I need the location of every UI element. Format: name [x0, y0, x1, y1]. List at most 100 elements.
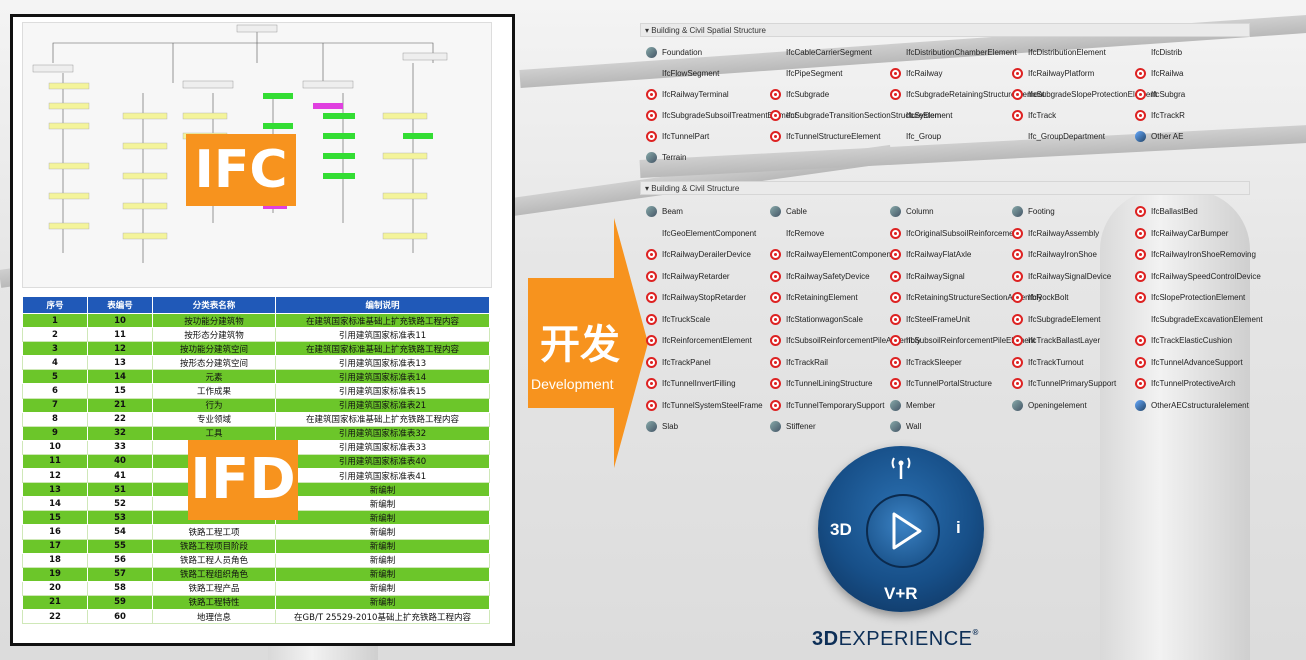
structure-item[interactable]: IfcRailwa [1135, 67, 1183, 81]
structure-item[interactable]: IfcGeoElementComponent [646, 227, 756, 241]
3dexperience-compass-icon[interactable]: 3D i V+R [818, 446, 984, 612]
structure-item[interactable]: IfcTrackSleeper [890, 356, 962, 370]
section-header-civil[interactable]: ▾ Building & Civil Structure [640, 181, 1250, 195]
structure-item[interactable]: Ifc_Group [890, 130, 941, 144]
structure-item[interactable]: Foundation [646, 46, 702, 60]
structure-item-label: IfcRemove [786, 228, 825, 238]
table-cell: 58 [87, 580, 153, 596]
structure-item[interactable]: IfcTunnelSystemSteelFrame [646, 399, 763, 413]
structure-item[interactable]: IfcRailwayElementComponent [770, 248, 893, 262]
structure-item[interactable]: IfcRailwaySignal [890, 270, 965, 284]
structure-item[interactable]: IfcSubgra [1135, 88, 1185, 102]
structure-item[interactable]: Beam [646, 205, 683, 219]
structure-item[interactable]: IfcCableCarrierSegment [770, 46, 872, 60]
structure-item[interactable]: IfcRetainingElement [770, 291, 858, 305]
structure-item[interactable]: IfcRailwaySpeedControlDevice [1135, 270, 1261, 284]
structure-item[interactable]: IfcTunnelLiningStructure [770, 377, 872, 391]
structure-item[interactable]: IfcStationwagonScale [770, 313, 863, 327]
structure-item[interactable]: IfcTunnelAdvanceSupport [1135, 356, 1243, 370]
structure-item[interactable]: IfcTrackBallastLayer [1012, 334, 1100, 348]
structure-item[interactable]: Column [890, 205, 934, 219]
structure-item[interactable]: IfcSlopeProtectionElement [1135, 291, 1245, 305]
structure-item[interactable]: IfcRemove [770, 227, 824, 241]
table-cell: 15 [22, 510, 88, 526]
structure-item[interactable]: Footing [1012, 205, 1055, 219]
structure-item[interactable]: IfcRailwayFlatAxle [890, 248, 971, 262]
structure-item[interactable]: IfcRailway [890, 67, 942, 81]
ifc-entity-icon [1135, 270, 1146, 282]
structure-item[interactable]: IfcTruckScale [646, 313, 710, 327]
collapse-arrow-icon[interactable]: ▾ [645, 184, 652, 193]
structure-item-label: IfcRockBolt [1028, 293, 1069, 302]
structure-item[interactable]: Cable [770, 205, 807, 219]
structure-item[interactable]: IfcSubsoilReinforcementPileAssembly [770, 334, 921, 348]
structure-item[interactable]: IfcSubgradeElement [1012, 313, 1101, 327]
structure-item[interactable]: Stiffener [770, 420, 816, 434]
section-header-spatial[interactable]: ▾ Building & Civil Spatial Structure [640, 23, 1250, 37]
structure-item[interactable]: IfcRailwayIronShoe [1012, 248, 1097, 262]
structure-item-label: Terrain [662, 153, 687, 162]
structure-item[interactable]: IfcRailwayAssembly [1012, 227, 1099, 241]
structure-item[interactable]: IfcBallastBed [1135, 205, 1198, 219]
structure-item[interactable]: IfcSubsoilReinforcementPileElement [890, 334, 1035, 348]
structure-item[interactable]: IfcTrackRail [770, 356, 828, 370]
table-cell: 55 [87, 538, 153, 554]
structure-item[interactable]: Other AE [1135, 130, 1183, 144]
structure-item[interactable]: IfcDistributionChamberElement [890, 46, 1017, 60]
structure-item[interactable]: IfcRailwayRetarder [646, 270, 730, 284]
structure-item[interactable]: IfcRailwayStopRetarder [646, 291, 746, 305]
structure-item[interactable]: IfcRailwayCarBumper [1135, 227, 1228, 241]
structure-item[interactable]: IfcTunnelPrimarySupport [1012, 377, 1116, 391]
table-cell: 14 [87, 369, 153, 385]
structure-item[interactable]: IfcRailwayDerailerDevice [646, 248, 751, 262]
structure-item[interactable]: IfcPipeSegment [770, 67, 842, 81]
structure-item[interactable]: IfcTunnelPart [646, 130, 709, 144]
structure-item[interactable]: IfcSubgradeSlopeProtectionElement [1012, 88, 1157, 102]
structure-item[interactable]: Ifc_GroupDepartment [1012, 130, 1105, 144]
structure-item[interactable]: IfcTunnelStructureElement [770, 130, 880, 144]
structure-item[interactable]: Terrain [646, 151, 686, 165]
structure-item[interactable]: IfcTrack [1012, 109, 1056, 123]
table-cell: 铁路工程组织角色 [152, 566, 276, 582]
structure-item[interactable]: IfcDistrib [1135, 46, 1182, 60]
structure-item[interactable]: OtherAECstructuralelement [1135, 399, 1249, 413]
structure-item[interactable]: IfcRockBolt [1012, 291, 1068, 305]
structure-item[interactable]: IfcSubgradeExcavationElement [1135, 313, 1263, 327]
structure-item[interactable]: IfcReinforcementElement [646, 334, 752, 348]
blank-icon [1012, 47, 1023, 58]
structure-item[interactable]: IfcSubgradeTransitionSectionStructureEle… [770, 109, 952, 123]
table-cell: 32 [87, 425, 153, 441]
structure-item[interactable]: IfcOriginalSubsoilReinforcement [890, 227, 1020, 241]
ifc-entity-icon [1012, 89, 1023, 101]
structure-item[interactable]: IfcRailwayTerminal [646, 88, 729, 102]
structure-item[interactable]: IfcTrackPanel [646, 356, 711, 370]
structure-item[interactable]: IfcTunnelInvertFilling [646, 377, 736, 391]
structure-item[interactable]: IfcSystem [890, 109, 941, 123]
structure-item[interactable]: IfcRailwaySafetyDevice [770, 270, 870, 284]
collapse-arrow-icon[interactable]: ▾ [645, 26, 652, 35]
structure-item[interactable]: IfcTunnelPortalStructure [890, 377, 992, 391]
structure-item[interactable]: IfcRailwayIronShoeRemoving [1135, 248, 1256, 262]
ifc-entity-icon [770, 270, 781, 282]
structure-item[interactable]: IfcTrackTurnout [1012, 356, 1083, 370]
structure-item[interactable]: IfcRailwayPlatform [1012, 67, 1094, 81]
structure-item[interactable]: IfcTunnelTemporarySupport [770, 399, 884, 413]
structure-item[interactable]: IfcDistributionElement [1012, 46, 1106, 60]
structure-item[interactable]: IfcTrackElasticCushion [1135, 334, 1232, 348]
structure-item[interactable]: Openingelement [1012, 399, 1087, 413]
table-cell: 新编制 [275, 566, 490, 582]
structure-item[interactable]: IfcTrackR [1135, 109, 1185, 123]
structure-item[interactable]: IfcSubgradeRetainingStructureElement [890, 88, 1045, 102]
structure-item[interactable]: IfcTunnelProtectiveArch [1135, 377, 1236, 391]
structure-item[interactable]: Member [890, 399, 935, 413]
structure-item[interactable]: IfcRailwaySignalDevice [1012, 270, 1111, 284]
structure-item[interactable]: IfcFlowSegment [646, 67, 719, 81]
structure-item[interactable]: IfcSteelFrameUnit [890, 313, 970, 327]
table-cell: 7 [22, 397, 88, 413]
structure-item[interactable]: Slab [646, 420, 678, 434]
play-button[interactable] [866, 494, 940, 568]
structure-item[interactable]: IfcRetainingStructureSectionAssembly [890, 291, 1042, 305]
structure-item[interactable]: Wall [890, 420, 921, 434]
structure-item[interactable]: IfcSubgrade [770, 88, 829, 102]
structure-item[interactable]: IfcSubgradeSubsoilTreatmentElement [646, 109, 797, 123]
